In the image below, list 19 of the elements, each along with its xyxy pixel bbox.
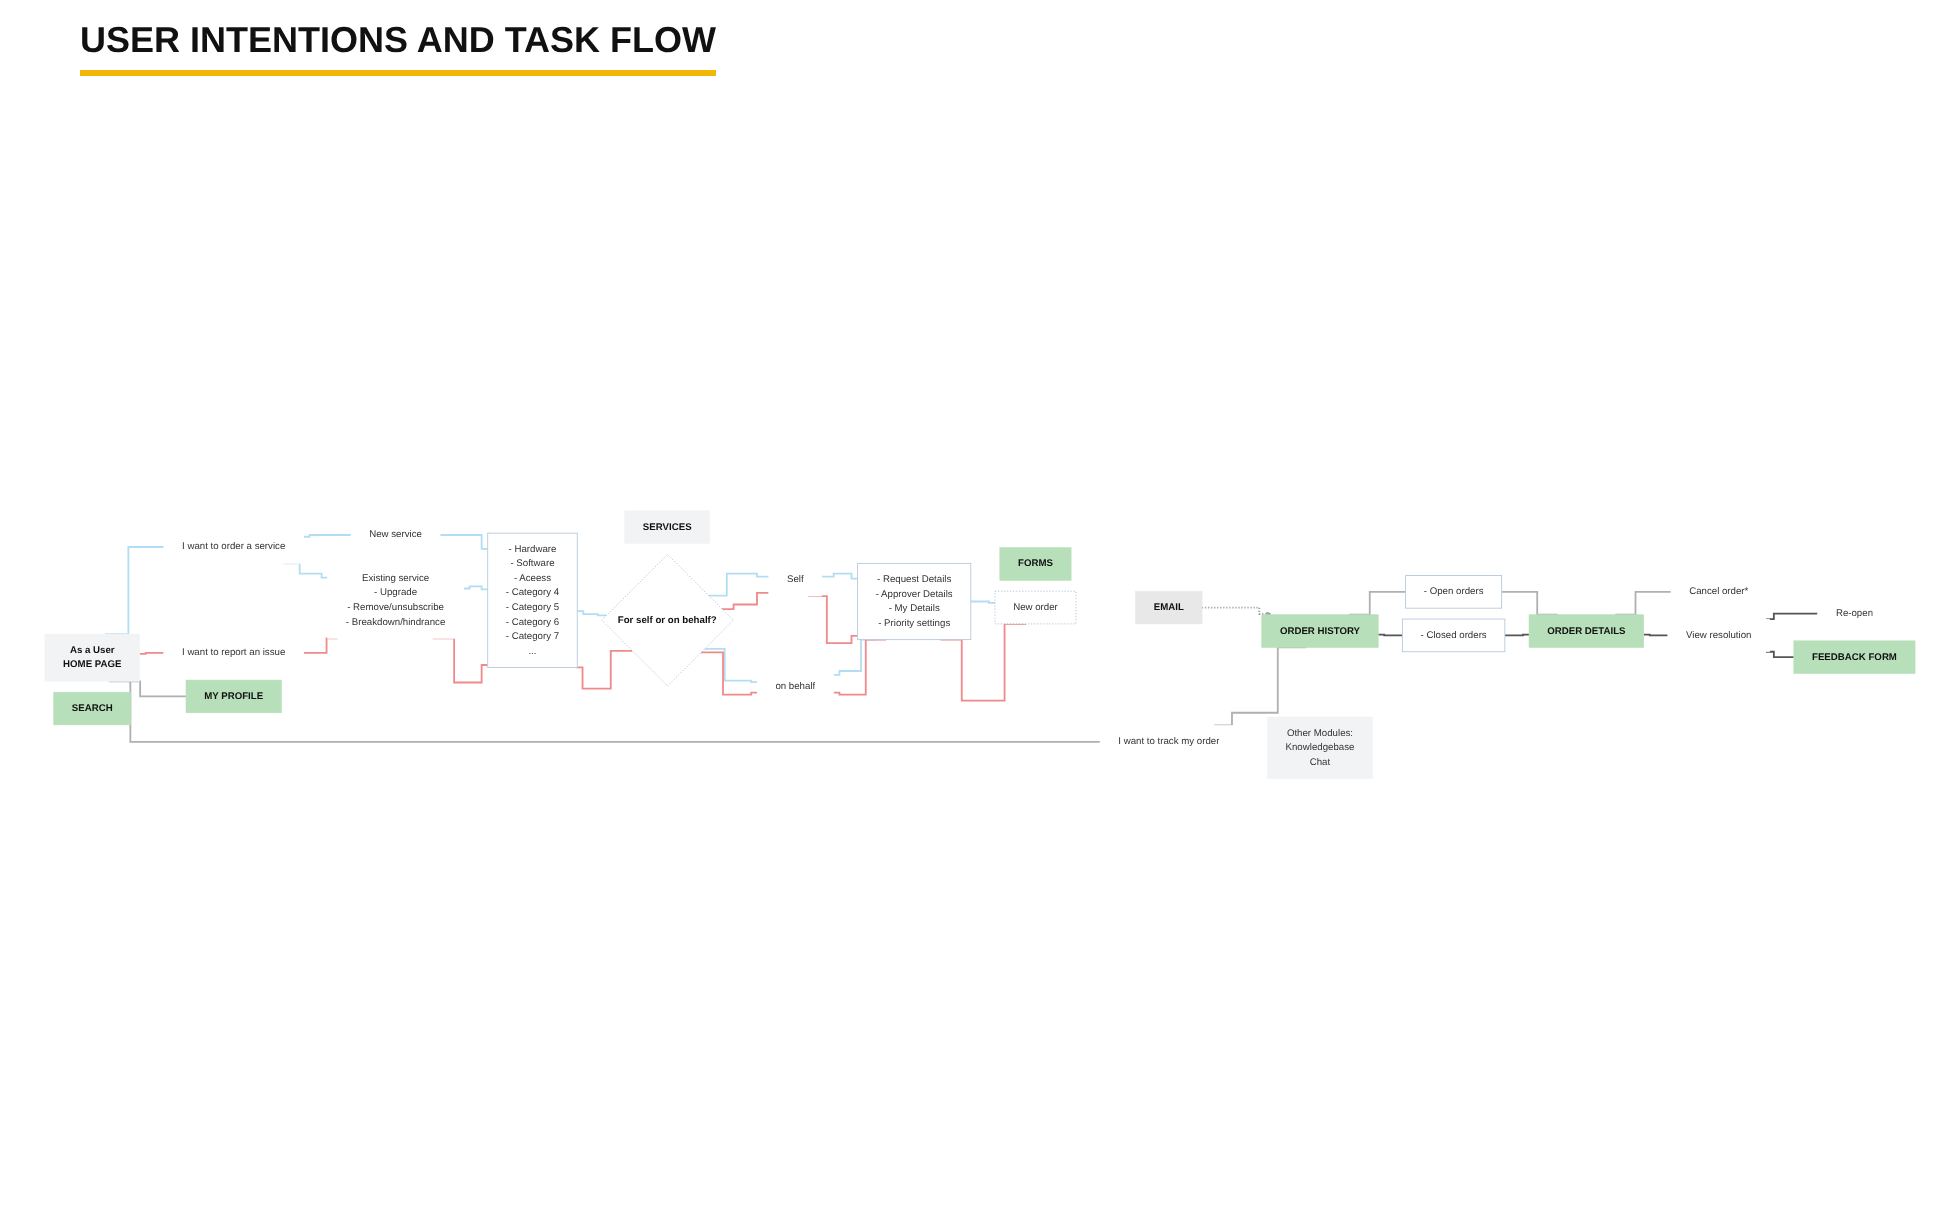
connector: [1377, 633, 1404, 637]
connector: [439, 534, 489, 550]
arrow: [1201, 606, 1272, 617]
connector: [969, 600, 996, 605]
connector: [820, 573, 859, 580]
connector: [707, 573, 770, 597]
diagram-title: USER INTENTIONS AND TASK FLOW: [80, 20, 716, 76]
connector: [302, 534, 352, 538]
connector: [462, 585, 489, 591]
connector: [1765, 651, 1795, 659]
connector: [576, 610, 608, 617]
connector: [721, 592, 770, 611]
connector: [574, 650, 634, 690]
connector: [1765, 612, 1819, 621]
connector: [138, 652, 165, 655]
connector: [1503, 633, 1530, 637]
connector: [703, 648, 759, 684]
connector: [1642, 633, 1669, 637]
connector: [700, 651, 759, 696]
